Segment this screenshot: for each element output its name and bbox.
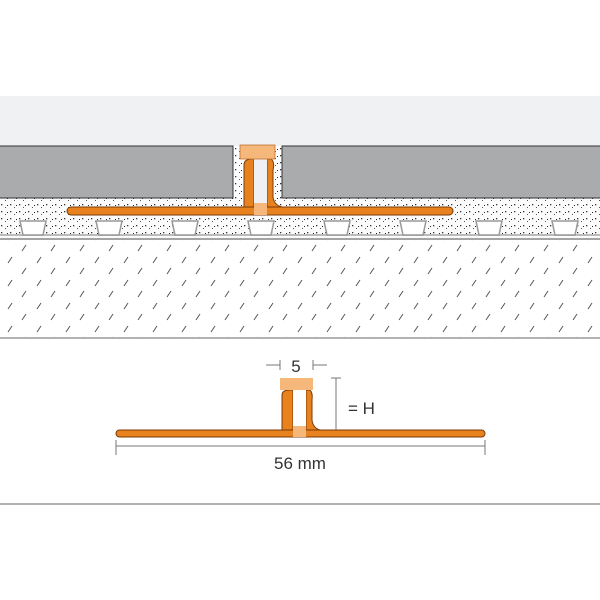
profile-cap [239, 144, 276, 160]
width-dimension [266, 360, 327, 370]
membrane-dimple [475, 220, 503, 236]
tile-left [0, 145, 234, 199]
membrane-dimple [399, 220, 427, 236]
profile-section [66, 144, 454, 216]
membrane-dimple [171, 220, 199, 236]
membrane-dimple [247, 220, 275, 236]
section-view [0, 96, 600, 339]
width-label: 5 [291, 357, 300, 376]
mortar-bed-dots [0, 198, 600, 238]
length-dimension [115, 440, 486, 455]
tile-right [281, 145, 600, 199]
membrane-dimple [551, 220, 579, 236]
detail-view: 5 = H 56 mm [0, 357, 600, 505]
height-label: = H [348, 399, 375, 418]
membrane-dimple [19, 220, 47, 236]
membrane-dimple [323, 220, 351, 236]
floor-surface [0, 96, 600, 146]
length-label: 56 mm [274, 454, 326, 473]
height-dimension [331, 377, 341, 430]
membrane-dimples [19, 220, 579, 236]
profile-detail [115, 378, 486, 438]
substrate-hatch [0, 240, 600, 337]
membrane-dimple [95, 220, 123, 236]
